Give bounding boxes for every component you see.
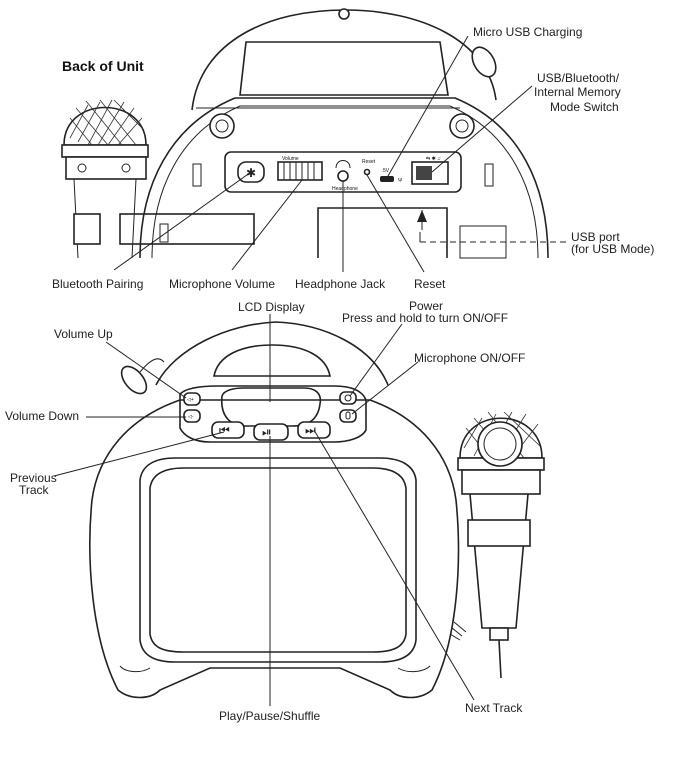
front-control-panel (179, 385, 367, 443)
front-handle-opening (213, 344, 331, 377)
back-screw-left-inner (215, 119, 229, 133)
back-body-outline (139, 97, 549, 259)
lcd-display (221, 387, 322, 427)
power-button[interactable] (339, 391, 357, 405)
label-usb-port-1: USB port (571, 230, 620, 244)
top-screw-icon (338, 8, 350, 20)
reset-button[interactable] (363, 168, 371, 176)
speaker-down-icon: ◁- (188, 414, 194, 420)
label-previous-1: Previous (10, 471, 57, 485)
label-headphone-jack: Headphone Jack (295, 277, 386, 291)
headphone-icon (335, 160, 351, 169)
mic-volume-wheel[interactable] (277, 161, 323, 181)
previous-icon: ⏮ (219, 423, 230, 437)
front-handle (155, 321, 389, 386)
label-bluetooth-pairing: Bluetooth Pairing (52, 277, 143, 291)
arrow-up-icon (417, 210, 427, 222)
back-mic-holder (119, 213, 255, 245)
mic-volume-ridges (283, 162, 315, 180)
label-previous-2: Track (19, 483, 50, 497)
back-clip-left (192, 163, 202, 187)
label-power-2: Press and hold to turn ON/OFF (342, 311, 508, 325)
back-clip-right (484, 163, 494, 187)
mode-switch-knob[interactable] (416, 166, 432, 180)
back-mic-holder-clip (159, 223, 169, 243)
power-icon (344, 394, 352, 402)
panel-headphone-text: Headphone (332, 186, 358, 192)
label-lcd-display: LCD Display (238, 300, 305, 314)
front-knob-base (139, 358, 165, 373)
headphone-jack[interactable] (337, 170, 349, 182)
panel-reset-text: Reset (362, 159, 376, 165)
front-leader-lines (53, 314, 475, 706)
volume-up-button[interactable] (183, 392, 201, 406)
label-power-1: Power (409, 299, 443, 313)
label-mode-switch-3: Mode Switch (550, 100, 619, 114)
panel-mode-icons: ⇆ ✱ ♫ (426, 156, 441, 162)
label-volume-down: Volume Down (5, 409, 79, 423)
back-screw-left-icon (209, 113, 235, 139)
label-mode-switch-2: Internal Memory (534, 85, 621, 99)
usb-port-recess (317, 207, 448, 258)
front-body (89, 399, 460, 699)
play-pause-icon: ⏯ (262, 425, 272, 439)
volume-down-button[interactable] (183, 409, 201, 423)
back-body-inner (151, 105, 539, 259)
front-view: ◁+ ◁- ⏮ ⏯ ⏭ (5, 299, 545, 723)
back-microphone (61, 99, 149, 259)
microphone-icon (345, 411, 351, 420)
speaker-up-icon: ◁+ (187, 397, 194, 403)
label-usb-port-2: (for USB Mode) (571, 242, 654, 256)
back-screw-right-icon (449, 113, 475, 139)
mode-switch[interactable] (411, 161, 449, 185)
mic-onoff-button[interactable] (339, 409, 357, 423)
front-microphone (449, 411, 545, 679)
label-next-track: Next Track (465, 701, 523, 715)
label-volume-up: Volume Up (54, 327, 113, 341)
previous-track-button[interactable] (211, 421, 245, 439)
label-micro-usb: Micro USB Charging (473, 25, 582, 39)
label-reset: Reset (414, 277, 446, 291)
mic-mesh (69, 99, 145, 146)
front-foot-left (119, 665, 151, 673)
bluetooth-icon: ✱ (246, 166, 256, 180)
micro-usb-port[interactable] (380, 176, 394, 182)
panel-volume-text: Volume (282, 156, 299, 162)
play-pause-button[interactable] (253, 423, 289, 441)
label-play-pause: Play/Pause/Shuffle (219, 709, 321, 723)
label-mic-onoff: Microphone ON/OFF (414, 351, 525, 365)
back-side-knob (471, 46, 497, 78)
speaker-frame-inner (149, 467, 407, 653)
back-leader-lines (113, 35, 566, 273)
front-side-knob (120, 365, 148, 395)
front-foot-right (397, 665, 431, 673)
back-screw-right-inner (455, 119, 469, 133)
speaker-frame-outer (139, 457, 417, 663)
back-handle-opening (239, 41, 449, 96)
usb-icon: Ψ (398, 178, 402, 184)
label-mode-switch-1: USB/Bluetooth/ (537, 71, 620, 85)
next-icon: ⏭ (305, 423, 316, 437)
label-mic-volume: Microphone Volume (169, 277, 275, 291)
panel-dc-text: 5V (383, 168, 390, 174)
back-view: Back of Unit ✱ Volume Headphone (52, 8, 654, 291)
back-view-title: Back of Unit (62, 58, 144, 74)
